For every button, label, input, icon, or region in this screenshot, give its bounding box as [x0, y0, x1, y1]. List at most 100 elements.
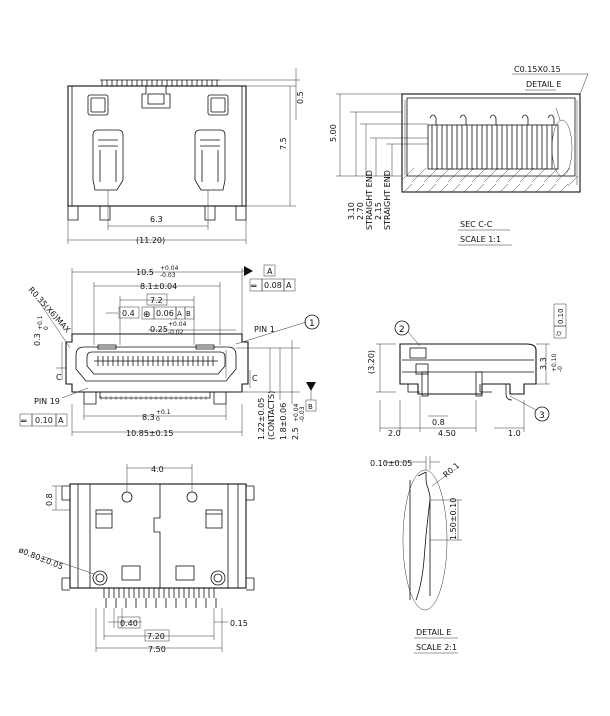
- svg-text:A: A: [177, 310, 182, 318]
- top-window-left: [87, 94, 109, 116]
- front-dim-105-tol-up: +0.04: [160, 265, 179, 272]
- front-dim-81: 8.1±0.04: [140, 282, 177, 291]
- front-dim-03-tol-up: +0.1: [37, 315, 44, 330]
- bottom-dim-040: 0.40: [120, 619, 138, 628]
- section-view: C0.15X0.15 DETAIL E 5.00 3.10 2.70 STRAI…: [329, 65, 589, 246]
- top-center-latch: [141, 86, 171, 109]
- svg-text:0.10: 0.10: [35, 416, 53, 425]
- bottom-view: 4.0 0.8 ø0.80±0.05 0.40 7.20 7.50 0.15: [17, 464, 255, 654]
- svg-text:0.08: 0.08: [264, 281, 282, 290]
- detail-e-title: DETAIL E: [416, 628, 451, 637]
- bottom-dim-015: 0.15: [230, 619, 248, 628]
- front-callout-1-label: 1: [309, 319, 315, 329]
- svg-text:0.10: 0.10: [557, 308, 565, 324]
- front-dim-122: 1.22±0.05: [257, 398, 266, 440]
- side-callout-3: [534, 406, 550, 422]
- front-receptacle: [75, 346, 237, 382]
- bottom-body: [69, 483, 247, 589]
- side-dim-10: 1.0: [508, 429, 521, 438]
- gdt-datum-b: B: [305, 382, 317, 412]
- front-dim-03: 0.3: [33, 333, 42, 346]
- svg-text:═: ═: [250, 282, 257, 292]
- front-dim-contacts: (CONTACTS): [267, 391, 276, 440]
- svg-text:═: ═: [20, 417, 27, 427]
- front-dim-03-tol-dn: 0: [43, 326, 50, 330]
- section-title: SEC C-C: [460, 220, 493, 229]
- top-body: [67, 85, 247, 207]
- section-dim-270: 2.70: [356, 202, 365, 220]
- gdt-cylindricity-frame: ⌭ 0.10: [553, 303, 567, 339]
- gdt-position-frame: ⊕ 0.06 A B: [141, 306, 195, 320]
- front-contacts: [94, 344, 218, 366]
- front-dim-025-tol-up: +0.04: [168, 321, 187, 328]
- svg-text:B: B: [308, 403, 313, 411]
- detail-e-scale: SCALE 2:1: [416, 643, 457, 652]
- detail-e-contact: [409, 472, 431, 600]
- top-dim-width: 6.3: [150, 215, 163, 224]
- section-detail-ref: DETAIL E: [526, 80, 561, 89]
- gdt-datum-a: A: [242, 264, 276, 277]
- bottom-dim-40: 4.0: [151, 465, 164, 474]
- svg-text:⊕: ⊕: [143, 310, 151, 320]
- side-dim-320: (3.20): [367, 350, 376, 374]
- detail-e-dim-010: 0.10±0.05: [370, 459, 412, 468]
- side-callout-3-label: 3: [539, 411, 545, 421]
- front-pin1: PIN 1: [254, 325, 275, 334]
- svg-text:A: A: [267, 267, 273, 276]
- bottom-hole: ø0.80±0.05: [17, 546, 64, 572]
- bottom-hole-left: [92, 570, 108, 586]
- front-dim-04: 0.4: [122, 309, 135, 318]
- front-dim-83: 8.3: [142, 413, 155, 422]
- bottom-dim-08: 0.8: [45, 493, 54, 506]
- section-straight-end-1: STRAIGHT END: [365, 170, 374, 230]
- svg-text:⌭: ⌭: [556, 329, 562, 338]
- section-chamfer: C0.15X0.15: [514, 65, 561, 74]
- top-dim-top: 0.5: [296, 91, 305, 104]
- top-dim-height: 7.5: [279, 137, 288, 150]
- bottom-split-line: [153, 484, 161, 588]
- section-dim-310: 3.10: [347, 202, 356, 220]
- gdt-flatness-frame: ═ 0.08 A: [249, 278, 296, 292]
- section-dim-215: 2.15: [374, 202, 383, 220]
- side-dim-450: 4.50: [438, 429, 456, 438]
- front-dim-25: 2.5: [291, 427, 300, 440]
- side-dim-33-tol: +0.10: [551, 353, 558, 372]
- side-callout-2: [394, 320, 410, 336]
- front-section-c-left: C: [56, 373, 62, 382]
- side-dim-20: 2.0: [388, 429, 401, 438]
- top-dim-total-width: (11.20): [136, 236, 165, 245]
- section-straight-end-2: STRAIGHT END: [383, 170, 392, 230]
- top-arm-right: [194, 129, 226, 191]
- front-dim-25-tol-dn: -0.03: [299, 406, 306, 422]
- gdt-flatness-frame-2: ═ 0.10 A: [19, 413, 68, 427]
- top-arm-left: [92, 129, 124, 191]
- front-dim-72: 7.2: [150, 296, 163, 305]
- section-scale: SCALE 1:1: [460, 235, 501, 244]
- side-dim-33-tol-dn: -0: [557, 366, 564, 372]
- front-callout-1: [304, 314, 320, 330]
- front-view: 10.5 +0.04 -0.03 8.1±0.04 7.2 0.4 0.25 +…: [19, 264, 320, 440]
- top-pins: [100, 79, 220, 86]
- front-pin19: PIN 19: [34, 397, 60, 406]
- section-dim-500: 5.00: [329, 124, 338, 142]
- side-dim-08: 0.8: [432, 418, 445, 427]
- svg-text:0.06: 0.06: [156, 309, 174, 318]
- bottom-dim-720: 7.20: [147, 632, 165, 641]
- svg-text:A: A: [58, 416, 64, 425]
- section-hatch: [401, 100, 579, 193]
- svg-text:A: A: [286, 281, 292, 290]
- top-view: 6.3 (11.20) 7.5 0.5: [67, 68, 305, 245]
- front-shell: [65, 333, 249, 393]
- side-view: 2 3 (3.20) 3.3 +0.10 -0 ⌭: [367, 303, 567, 438]
- side-dim-33: 3.3: [539, 357, 548, 370]
- front-dim-025: 0.25: [150, 325, 168, 334]
- svg-text:B: B: [186, 310, 191, 318]
- top-window-right: [207, 94, 229, 116]
- bottom-hole-right: [210, 570, 226, 586]
- front-dim-18: 1.8±0.06: [279, 403, 288, 440]
- front-dim-83-tol-dn: 0: [156, 416, 160, 423]
- section-contacts: [427, 114, 559, 170]
- detail-e: 0.10±0.05 R0.1 1.50±0.10 DETAIL E SCALE …: [370, 456, 462, 654]
- detail-e-radius: R0.1: [442, 461, 462, 480]
